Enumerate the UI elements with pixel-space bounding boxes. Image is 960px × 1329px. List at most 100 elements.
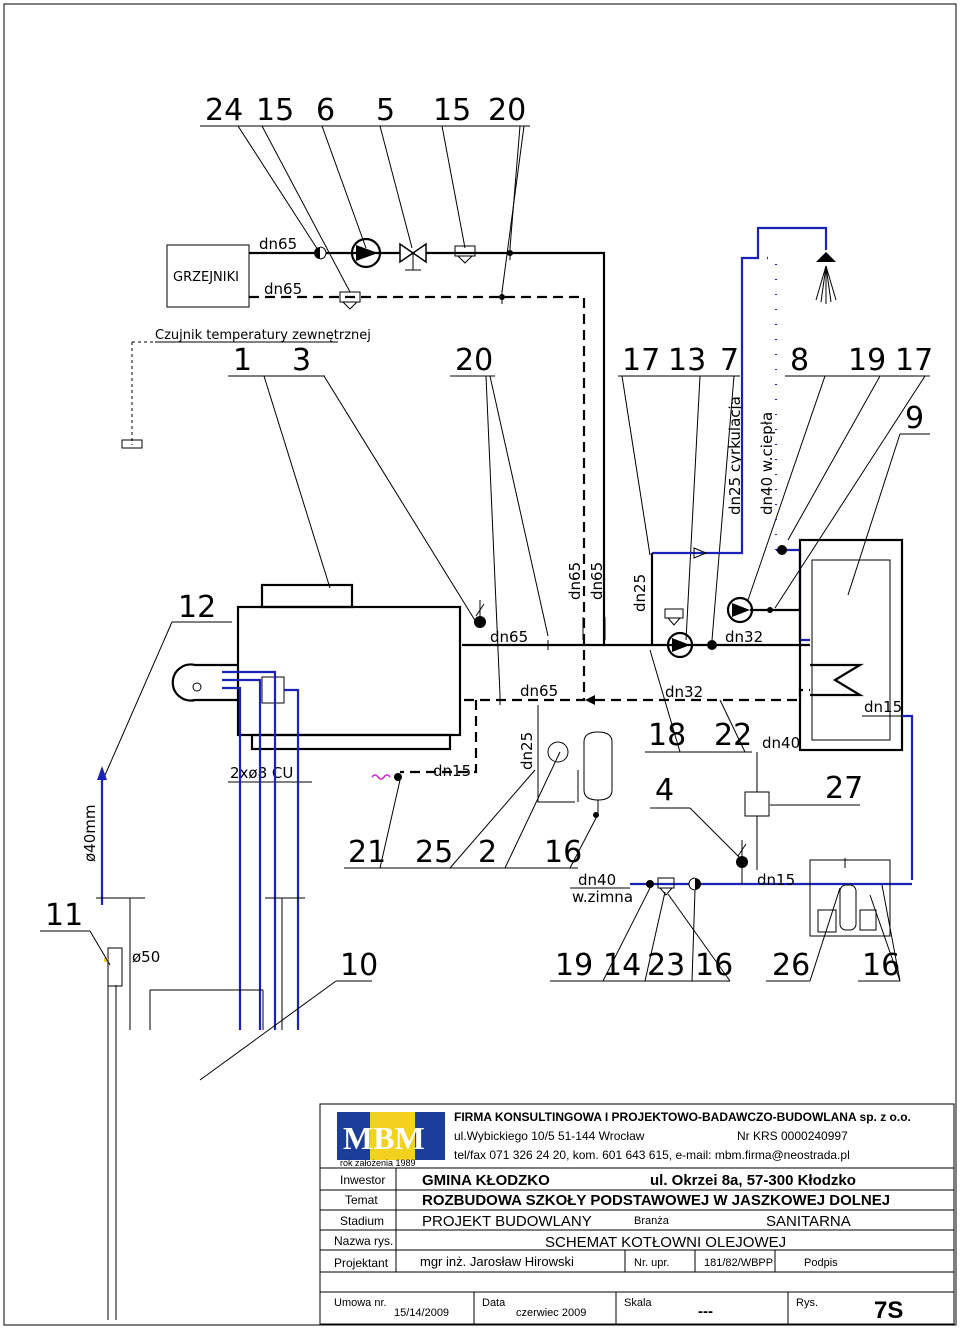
data-label: Data bbox=[482, 1297, 506, 1309]
water-treatment-unit bbox=[809, 859, 891, 937]
callout-16c: 16 bbox=[862, 948, 900, 983]
oil-line-4 bbox=[284, 688, 300, 1030]
nrupr-label: Nr. upr. bbox=[634, 1257, 669, 1269]
callout-13: 13 bbox=[668, 343, 706, 378]
callout-10: 10 bbox=[340, 948, 378, 983]
nazwa-label: Nazwa rys. bbox=[334, 1234, 393, 1248]
pipe-label-dn65-boiler-out: dn65 bbox=[490, 628, 528, 646]
nazwa-value: SCHEMAT KOTŁOWNI OLEJOWEJ bbox=[545, 1234, 786, 1251]
data-value: czerwiec 2009 bbox=[516, 1307, 586, 1319]
callout-11: 11 bbox=[45, 898, 83, 933]
inwestor-address: ul. Okrzei 8a, 57-300 Kłodzko bbox=[650, 1172, 856, 1189]
expansion-vessel-icon bbox=[583, 731, 613, 801]
stadium-label: Stadium bbox=[340, 1214, 384, 1228]
company-krs: Nr KRS 0000240997 bbox=[737, 1129, 848, 1143]
bottom-callouts: 19 14 23 16 26 16 bbox=[550, 884, 901, 983]
podpis-label: Podpis bbox=[804, 1257, 838, 1269]
pipe-label-dn65-return: dn65 bbox=[264, 280, 302, 298]
inwestor-value: GMINA KŁODZKO bbox=[422, 1172, 550, 1189]
pipe-diameter-label: ø40mm bbox=[81, 805, 99, 863]
shower-icon bbox=[815, 252, 837, 304]
expansion-branch bbox=[537, 705, 575, 803]
callout-2: 2 bbox=[478, 835, 497, 870]
safety-valve-icon bbox=[474, 616, 486, 628]
callout-22: 22 bbox=[714, 718, 752, 753]
oil-supply-pipe bbox=[222, 670, 277, 1030]
oil-line-3 bbox=[222, 686, 242, 1030]
outdoor-sensor-label: Czujnik temperatury zewnętrznej bbox=[155, 328, 371, 343]
top-callouts: 24 15 6 5 15 20 bbox=[200, 93, 530, 293]
callout-top-1: 24 bbox=[205, 93, 243, 128]
callout-18: 18 bbox=[648, 718, 686, 753]
umowa-label: Umowa nr. bbox=[334, 1297, 387, 1309]
callout-26: 26 bbox=[772, 948, 810, 983]
callout-top-2: 15 bbox=[256, 93, 294, 128]
skala-label: Skala bbox=[624, 1297, 652, 1309]
nrupr-value: 181/82/WBPP bbox=[704, 1257, 773, 1269]
callout-20: 20 bbox=[455, 343, 493, 378]
inwestor-label: Inwestor bbox=[340, 1173, 385, 1187]
pipe-label-dn65-v1: dn65 bbox=[566, 562, 584, 600]
pipe-label-dn40-cold: dn40 bbox=[578, 871, 616, 889]
pressure-gauge-icon bbox=[547, 741, 569, 763]
pipe-label-dn15-cold: dn15 bbox=[757, 871, 795, 889]
radiators-label: GRZEJNIKI bbox=[173, 270, 239, 285]
pipe-label-dn15-right: dn15 bbox=[864, 698, 902, 716]
rys-value: 7S bbox=[874, 1297, 903, 1324]
company-address: ul.Wybickiego 10/5 51-144 Wrocław bbox=[454, 1129, 645, 1143]
check-valve-box bbox=[744, 791, 770, 817]
founded-text: rok założenia 1989 bbox=[340, 1158, 416, 1168]
company-logo-text: MBM bbox=[343, 1120, 425, 1156]
cold-water-label: w.zimna bbox=[572, 888, 633, 906]
hot-water-label: dn40 w.ciepła bbox=[758, 412, 776, 515]
pipe-label-dn15-left: dn15 bbox=[433, 762, 471, 780]
callout-17b: 17 bbox=[895, 343, 933, 378]
heating-coil bbox=[810, 663, 864, 697]
pipe-label-dn40-right: dn40 bbox=[762, 734, 800, 752]
callout-27: 27 bbox=[825, 771, 863, 806]
dhw-pumps bbox=[664, 596, 800, 659]
callout-17: 17 bbox=[622, 343, 660, 378]
callout-12: 12 bbox=[178, 590, 216, 625]
row2-callouts: 1 3 20 17 13 7 8 19 17 9 bbox=[228, 343, 933, 696]
outdoor-sensor bbox=[121, 439, 143, 449]
flex-hose-icon bbox=[371, 774, 391, 780]
stadium-value: PROJEKT BUDOWLANY bbox=[422, 1213, 592, 1230]
callout-19: 19 bbox=[848, 343, 886, 378]
return-components bbox=[339, 290, 505, 310]
projektant-value: mgr inż. Jarosław Hirowski bbox=[420, 1254, 574, 1269]
pipe-label-dn25-vert: dn25 bbox=[518, 732, 536, 770]
company-name: FIRMA KONSULTINGOWA I PROJEKTOWO-BADAWCZ… bbox=[454, 1110, 911, 1124]
hot-water-pipe bbox=[776, 548, 810, 642]
callout-23: 23 bbox=[647, 948, 685, 983]
umowa-value: 15/14/2009 bbox=[394, 1307, 449, 1319]
circulation-label: dn25 cyrkulacja bbox=[726, 396, 744, 515]
callout-19b: 19 bbox=[555, 948, 593, 983]
title-block: MBM rok założenia 1989 FIRMA KONSULTINGO… bbox=[319, 1103, 955, 1325]
vent-diameter-label: ø50 bbox=[132, 948, 160, 966]
callout-16: 16 bbox=[544, 835, 582, 870]
oil-tank bbox=[96, 897, 305, 1320]
callout-top-3: 6 bbox=[316, 93, 335, 128]
pipe-label-dn25-v: dn25 bbox=[631, 574, 649, 612]
callout-top-4: 5 bbox=[376, 93, 395, 128]
heating-return-pipe bbox=[249, 295, 586, 702]
pipe-label-dn65-boiler-in: dn65 bbox=[520, 682, 558, 700]
mid-callouts: 21 25 2 16 bbox=[344, 751, 597, 870]
cold-water-components bbox=[646, 877, 701, 896]
callout-25: 25 bbox=[415, 835, 453, 870]
pipe-label-dn32-lower: dn32 bbox=[665, 683, 703, 701]
drain-pipe bbox=[400, 700, 478, 774]
supply-components bbox=[314, 237, 513, 271]
callout-9: 9 bbox=[905, 401, 924, 436]
callout-1: 1 bbox=[233, 343, 252, 378]
branza-value: SANITARNA bbox=[766, 1213, 851, 1230]
radiators-box bbox=[166, 244, 250, 308]
company-contact: tel/fax 071 326 24 20, kom. 601 643 615,… bbox=[454, 1148, 850, 1162]
callout-top-5: 15 bbox=[433, 93, 471, 128]
pipe-label-dn65-supply: dn65 bbox=[259, 235, 297, 253]
branza-label: Branża bbox=[634, 1215, 670, 1227]
rys-label: Rys. bbox=[796, 1297, 818, 1309]
temat-value: ROZBUDOWA SZKOŁY PODSTAWOWEJ W JASZKOWEJ… bbox=[422, 1192, 890, 1209]
